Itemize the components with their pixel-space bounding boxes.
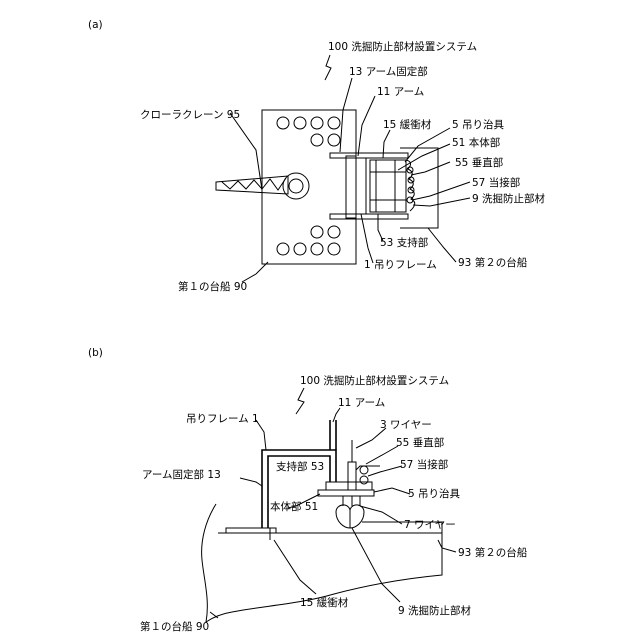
panel-b: (b) — [88, 347, 528, 633]
label-barge2-a: 93 第２の台船 — [458, 256, 528, 269]
label-barge2-b: 93 第２の台船 — [458, 546, 528, 559]
label-barge1-b: 第１の台船 90 — [140, 620, 209, 633]
label-arm-b: 11 アーム — [338, 397, 385, 409]
jig-body-top — [370, 160, 406, 212]
label-barge1-a: 第１の台船 90 — [178, 280, 247, 293]
label-arm-fix-a: 13 アーム固定部 — [349, 65, 428, 78]
label-wire7: 7 ワイヤー — [404, 519, 456, 531]
cushion-side — [226, 528, 276, 533]
label-cushion-a: 15 緩衝材 — [383, 118, 432, 131]
label-support-a: 53 支持部 — [380, 236, 428, 249]
label-frame-b: 吊りフレーム 1 — [186, 413, 259, 425]
label-wire3: 3 ワイヤー — [380, 419, 432, 431]
contact-knob-2 — [360, 476, 368, 484]
label-jig-b: 5 吊り治具 — [408, 487, 461, 500]
leaders-a — [230, 55, 470, 282]
label-vertical-b: 55 垂直部 — [396, 436, 444, 449]
panel-a: (a) — [88, 19, 546, 293]
label-body-a: 51 本体部 — [452, 136, 500, 149]
label-support-b: 支持部 53 — [276, 460, 324, 473]
panel-a-tag: (a) — [88, 19, 103, 31]
label-system-b: 100 洗掘防止部材設置システム — [300, 374, 449, 387]
label-body-b: 本体部 51 — [270, 500, 318, 513]
label-frame-a: 1 吊りフレーム — [364, 259, 437, 271]
label-crane: クローラクレーン 95 — [140, 109, 240, 121]
label-member-a: 9 洗掘防止部材 — [472, 192, 546, 205]
scour-members-top — [406, 160, 415, 211]
barge-left-edge — [202, 504, 216, 622]
jig-plate-side — [318, 490, 374, 496]
label-system-a: 100 洗掘防止部材設置システム — [328, 40, 477, 53]
arms-top — [330, 153, 408, 219]
label-arm-fix-b: アーム固定部 13 — [142, 468, 221, 481]
label-contact-b: 57 当接部 — [400, 458, 448, 471]
arm-fix-top — [346, 156, 356, 218]
label-vertical-a: 55 垂直部 — [455, 156, 503, 169]
label-cushion-b: 15 緩衝材 — [300, 596, 349, 609]
scour-member-side — [336, 496, 364, 528]
label-arm-a: 11 アーム — [377, 86, 424, 98]
support-side — [326, 482, 372, 490]
vertical-part-side — [348, 462, 356, 490]
hanging-frame-top — [356, 158, 366, 214]
label-member-b: 9 洗掘防止部材 — [398, 604, 472, 617]
label-jig-a: 5 吊り治具 — [452, 118, 505, 131]
label-contact-a: 57 当接部 — [472, 176, 520, 189]
contact-knob-1 — [360, 466, 368, 474]
panel-b-tag: (b) — [88, 347, 103, 359]
